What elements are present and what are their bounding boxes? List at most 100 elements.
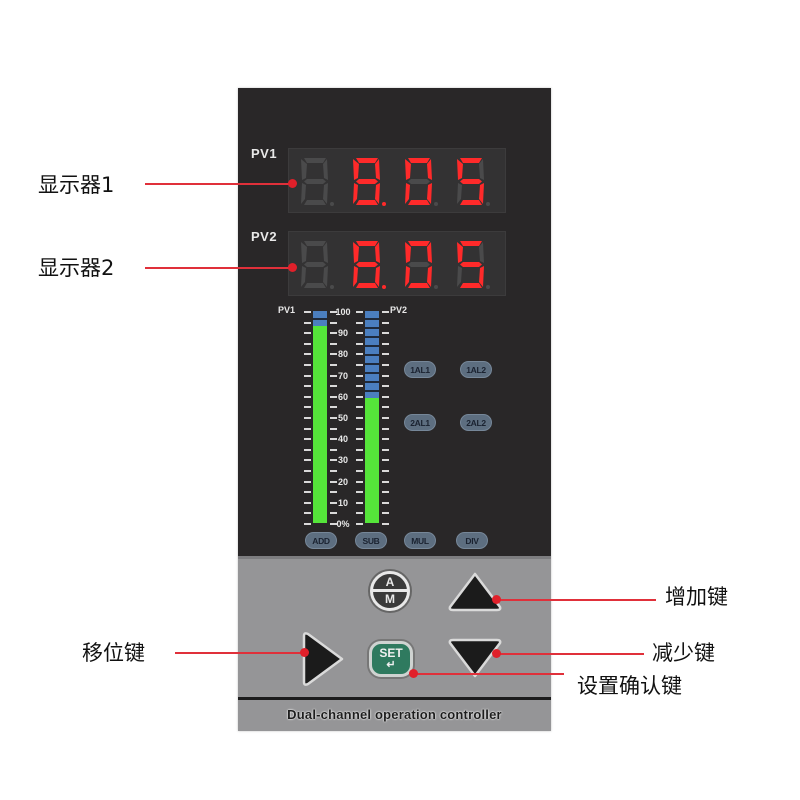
marker-set-confirm-key	[409, 669, 418, 678]
scale-tick	[356, 343, 363, 345]
pv1-bar-remaining	[313, 311, 327, 326]
shift-key[interactable]	[299, 631, 345, 687]
scale-tick	[382, 438, 389, 440]
callout-display2: 显示器2	[38, 256, 115, 280]
leader-increase-key	[498, 599, 656, 601]
pv2-bar-remaining	[365, 311, 379, 398]
scale-tick	[330, 512, 337, 514]
am-key-m: M	[385, 592, 395, 606]
indicator-1al1: 1AL1	[404, 361, 436, 378]
scale-tick	[382, 353, 389, 355]
scale-tick	[304, 523, 311, 525]
scale-tick	[330, 428, 337, 430]
scale-label: 50	[337, 413, 348, 423]
scale-tick	[356, 417, 363, 419]
pv2-digit-3	[399, 238, 439, 290]
scale-label: 100	[335, 307, 351, 317]
scale-tick	[382, 417, 389, 419]
scale-label: 60	[337, 392, 348, 402]
scale-label: 70	[337, 371, 348, 381]
scale-tick	[330, 353, 337, 355]
scale-tick	[304, 481, 311, 483]
indicator-2al2: 2AL2	[460, 414, 492, 431]
scale-tick	[330, 459, 337, 461]
scale-tick	[304, 311, 311, 313]
scale-label: 80	[337, 349, 348, 359]
scale-tick	[330, 491, 337, 493]
pv2-bar-fill	[365, 398, 379, 523]
scale-tick	[356, 459, 363, 461]
bargraph-pv2-caption: PV2	[390, 305, 408, 315]
am-divider	[373, 589, 407, 592]
scale-tick	[356, 491, 363, 493]
scale-tick	[304, 512, 311, 514]
divider	[238, 697, 551, 700]
scale-tick	[382, 470, 389, 472]
leader-display2	[145, 267, 293, 269]
scale-tick	[356, 438, 363, 440]
pv2-label: PV2	[251, 229, 278, 244]
scale-tick	[382, 396, 389, 398]
indicator-mul: MUL	[404, 532, 436, 549]
indicator-add: ADD	[305, 532, 337, 549]
marker-increase-key	[492, 595, 501, 604]
scale-tick	[330, 385, 337, 387]
scale-tick	[304, 343, 311, 345]
marker-display2	[288, 263, 297, 272]
scale-tick	[356, 385, 363, 387]
decrease-key[interactable]	[447, 637, 503, 679]
leader-set-confirm-key	[414, 673, 564, 675]
callout-set-confirm-key: 设置确认键	[577, 674, 682, 698]
pv1-display	[288, 148, 506, 213]
indicator-sub: SUB	[355, 532, 387, 549]
scale-label: 40	[337, 434, 348, 444]
scale-tick	[356, 406, 363, 408]
scale-tick	[330, 332, 337, 334]
pv2-digit-2	[347, 238, 387, 290]
set-key[interactable]: SET ↵	[369, 641, 413, 677]
scale-tick	[330, 343, 337, 345]
model-caption: Dual-channel operation controller	[287, 707, 502, 722]
scale-tick	[382, 385, 389, 387]
scale-tick	[304, 428, 311, 430]
increase-key[interactable]	[447, 571, 503, 613]
indicator-2al1: 2AL1	[404, 414, 436, 431]
scale-tick	[382, 481, 389, 483]
scale-tick	[304, 353, 311, 355]
marker-display1	[288, 179, 297, 188]
scale-tick	[330, 449, 337, 451]
auto-manual-key[interactable]: A M	[370, 571, 410, 611]
scale-label: 10	[337, 498, 348, 508]
scale-tick	[304, 375, 311, 377]
scale-tick	[382, 322, 389, 324]
pv1-digit-1	[295, 155, 335, 207]
pv2-digit-4	[451, 238, 491, 290]
scale-tick	[304, 459, 311, 461]
triangle-right-icon	[302, 632, 344, 686]
scale-tick	[304, 417, 311, 419]
callout-shift-key: 移位键	[82, 641, 145, 665]
scale-tick	[356, 332, 363, 334]
scale-tick	[330, 311, 337, 313]
scale-tick	[330, 470, 337, 472]
scale-label: 0%	[336, 519, 350, 529]
pv2-display	[288, 231, 506, 296]
scale-tick	[356, 449, 363, 451]
leader-shift-key	[175, 652, 303, 654]
set-key-label: SET	[379, 646, 403, 660]
pv2-bar	[365, 311, 379, 523]
scale-tick	[330, 502, 337, 504]
scale-tick	[330, 364, 337, 366]
pv1-bar	[313, 311, 327, 523]
marker-decrease-key	[492, 649, 501, 658]
scale-tick	[382, 512, 389, 514]
keypad: A M SET ↵ Dual-channel operation control…	[238, 556, 551, 731]
callout-decrease-key: 减少键	[652, 641, 715, 665]
scale-tick	[356, 512, 363, 514]
scale-tick	[304, 470, 311, 472]
scale-tick	[356, 428, 363, 430]
scale-tick	[304, 502, 311, 504]
